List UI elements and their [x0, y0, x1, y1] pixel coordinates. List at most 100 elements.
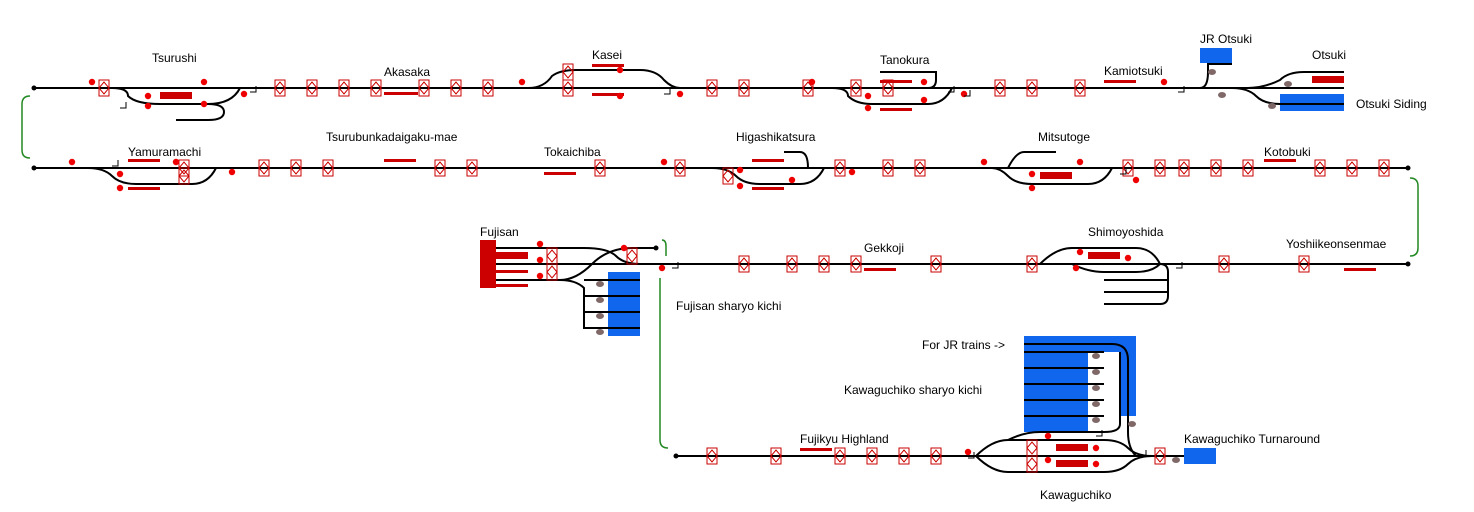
signal-icon — [676, 90, 684, 98]
signal-icon — [536, 240, 544, 248]
kawaguchiko-turnaround-depot — [1184, 448, 1216, 464]
level-crossing-icon — [1154, 447, 1166, 465]
signal-icon — [116, 170, 124, 178]
depot-areas — [608, 48, 1344, 464]
shimoyoshida-loop-lower — [1071, 263, 1161, 273]
platforms — [128, 64, 1376, 467]
level-crossing-icon — [1154, 159, 1166, 177]
signal-icon — [1028, 170, 1036, 178]
label-kotobuki: Kotobuki — [1264, 145, 1311, 159]
label-higashikatsura: Higashikatsura — [736, 130, 816, 144]
level-crossing-icon — [818, 255, 830, 273]
level-crossing-icon — [850, 79, 862, 97]
platform-fujikyu-highland — [800, 448, 832, 451]
platform-kamiotsuki — [1104, 80, 1136, 83]
signal-icon — [536, 272, 544, 280]
signal-icon — [240, 90, 248, 98]
label-tsurushi: Tsurushi — [152, 51, 197, 65]
track-end — [31, 85, 37, 91]
stop-marker-icon — [1176, 262, 1183, 269]
kawaguchiko-depot-lead — [1007, 352, 1121, 441]
stop-marker-icon — [1120, 168, 1127, 175]
fujisan-depot-lead — [559, 279, 640, 329]
platform-fujisan-2 — [496, 270, 528, 273]
level-crossing-icon — [898, 447, 910, 465]
track-end — [31, 165, 37, 171]
row-connectors — [21, 95, 1419, 449]
level-crossing-icon — [850, 255, 862, 273]
stop-marker-icon — [250, 86, 257, 93]
vehicle-icon — [596, 281, 604, 287]
level-crossing-icon — [866, 447, 878, 465]
stop-marker-icon — [672, 262, 679, 269]
vehicle-icon — [1092, 401, 1100, 407]
level-crossing-icon — [802, 79, 814, 97]
platform-yamuramachi-1 — [128, 159, 160, 162]
level-crossing-icon — [706, 447, 718, 465]
platform-higashikatsura-2 — [752, 187, 784, 190]
label-kawaguchiko-turnaround: Kawaguchiko Turnaround — [1184, 432, 1320, 446]
signal-icon — [1092, 444, 1100, 452]
level-crossing-icon — [290, 159, 302, 177]
platform-kasei-2 — [592, 93, 624, 96]
level-crossing-icon — [1026, 455, 1038, 473]
label-fujisan-sharyo-kichi: Fujisan sharyo kichi — [676, 299, 781, 313]
platform-tokaichiba — [544, 172, 576, 175]
level-crossing-icon — [834, 447, 846, 465]
level-crossing-icon — [370, 79, 382, 97]
level-crossing-icon — [1218, 255, 1230, 273]
signal-icon — [88, 78, 96, 86]
level-crossing-icon — [1210, 159, 1222, 177]
mitsutoge-stub — [1007, 151, 1056, 169]
tsurushi-loop — [111, 87, 241, 105]
signal-icon — [1092, 460, 1100, 468]
station-labels: Tsurushi Akasaka Kasei Tanokura Kamiotsu… — [128, 32, 1427, 502]
vehicle-icon — [1092, 369, 1100, 375]
stop-marker-icon — [120, 102, 127, 109]
level-crossing-icon — [306, 79, 318, 97]
signal-icon — [980, 158, 988, 166]
level-crossing-icon — [178, 167, 190, 185]
vehicle-icon — [596, 313, 604, 319]
signal-icon — [144, 92, 152, 100]
label-gekkoji: Gekkoji — [864, 241, 904, 255]
platform-higashikatsura-1 — [752, 159, 784, 162]
level-crossing-icon — [626, 247, 638, 265]
level-crossing-icon — [466, 159, 478, 177]
signal-icon — [658, 264, 666, 272]
stop-marker-icon — [948, 86, 955, 93]
otsuki-loop — [1247, 71, 1344, 89]
track-end — [673, 453, 679, 459]
platform-kawaguchiko-2 — [1056, 460, 1088, 467]
signal-icon — [1028, 184, 1036, 192]
level-crossing-icon — [562, 79, 574, 97]
level-crossing-icon — [1378, 159, 1390, 177]
jr-otsuki-depot — [1200, 48, 1232, 63]
kawaguchiko-jr-line — [1024, 343, 1137, 457]
label-tanokura: Tanokura — [880, 53, 930, 67]
connector-row3-row4-long — [659, 278, 669, 449]
platform-tanokura-1 — [880, 80, 912, 83]
jr-otsuki-lead — [1199, 63, 1232, 89]
vehicle-icon — [1208, 69, 1216, 75]
signal-icon — [1044, 432, 1052, 440]
label-fujikyu-highland: Fujikyu Highland — [800, 432, 889, 446]
connector-row2-row3 — [1409, 177, 1419, 257]
level-crossing-icon — [322, 159, 334, 177]
signal-icon — [620, 244, 628, 252]
track-end — [1405, 261, 1411, 267]
level-crossing-icon — [706, 79, 718, 97]
shimoyoshida-loop — [1039, 247, 1161, 265]
level-crossing-icon — [1026, 255, 1038, 273]
connector-row1-row2 — [21, 95, 31, 159]
vehicle-icon — [1092, 385, 1100, 391]
level-crossing-icon — [1242, 159, 1254, 177]
label-otsuki-siding: Otsuki Siding — [1356, 97, 1427, 111]
higashikatsura-stub — [784, 151, 809, 169]
level-crossing-icon — [930, 447, 942, 465]
level-crossing-icon — [450, 79, 462, 97]
platform-yoshiikeonsenmae — [1344, 268, 1376, 271]
platform-fujisan-1 — [496, 252, 528, 259]
level-crossing-icon — [546, 263, 558, 281]
